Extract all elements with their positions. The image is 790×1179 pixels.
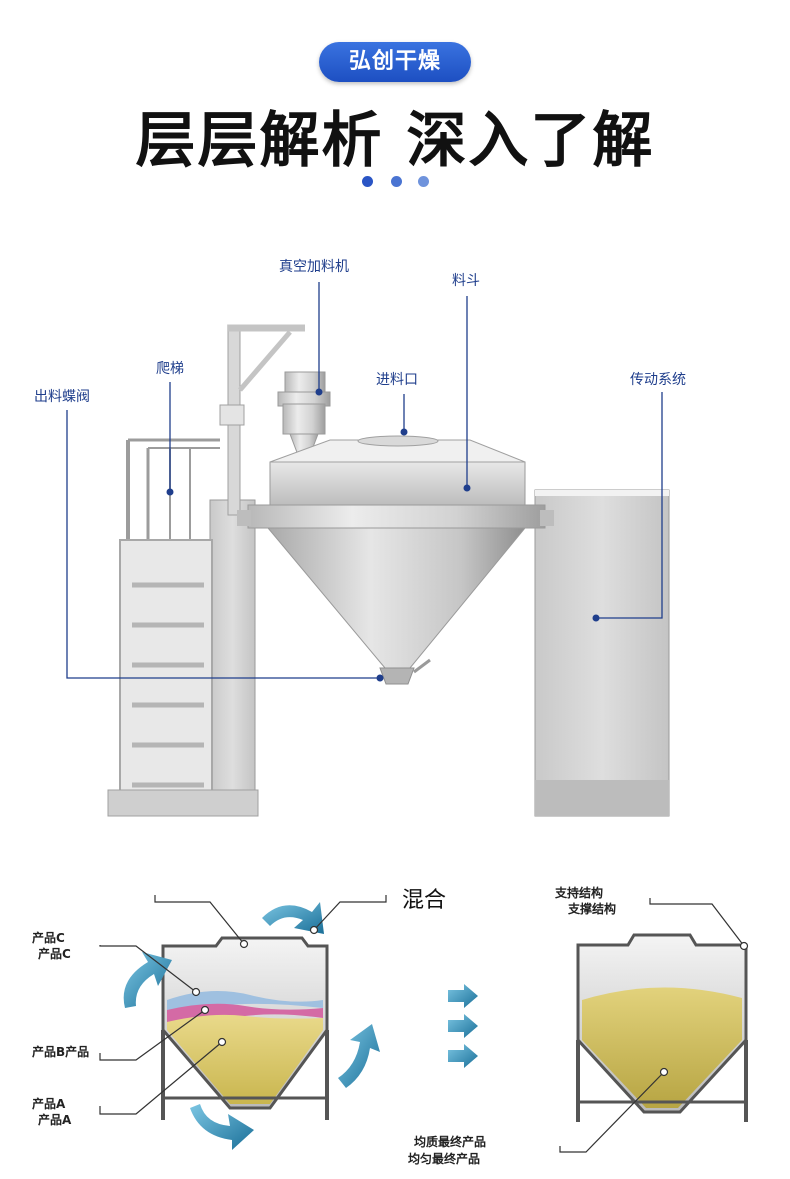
mixing-vessel-right (576, 933, 748, 1122)
label-support-1: 支持结构 (555, 886, 604, 900)
brand-badge: 弘创干燥 (319, 42, 471, 82)
transition-arrows (448, 984, 478, 1068)
leader-dots (166, 388, 600, 682)
title-dots (362, 176, 432, 188)
drive-system-cabinet (534, 489, 670, 817)
label-product-c-1: 产品C (32, 931, 65, 945)
label-ladder: 爬梯 (156, 361, 184, 377)
label-hopper: 料斗 (452, 273, 480, 289)
dot-1 (362, 176, 373, 187)
hopper-body (237, 435, 554, 685)
page-title: 层层解析 深入了解 (135, 106, 655, 176)
loader-crane (219, 324, 305, 516)
label-product-a-1: 产品A (32, 1097, 66, 1111)
dot-3 (418, 176, 429, 187)
mixing-leader-lines (99, 895, 745, 1153)
label-vacuum-loader: 真空加料机 (279, 259, 349, 275)
label-final-1: 均质最终产品 (414, 1135, 487, 1149)
label-drive-system: 传动系统 (630, 372, 686, 388)
label-product-c-2: 产品C (38, 947, 71, 961)
label-support-2: 支撑结构 (568, 902, 617, 916)
label-feed-inlet: 进料口 (376, 372, 418, 388)
rotation-arrows (123, 902, 380, 1150)
dot-2 (391, 176, 402, 187)
label-product-a-2: 产品A (38, 1113, 72, 1127)
label-mix: 混合 (402, 888, 447, 913)
label-final-2: 均匀最终产品 (408, 1152, 481, 1166)
leader-lines (66, 282, 663, 679)
left-support-column (209, 499, 256, 817)
mixing-vessel-left (161, 936, 329, 1120)
label-product-b: 产品B产品 (32, 1045, 90, 1059)
mixing-leader-dots (191, 925, 749, 1077)
ladder (107, 438, 259, 817)
label-discharge-valve: 出料蝶阀 (34, 389, 90, 405)
